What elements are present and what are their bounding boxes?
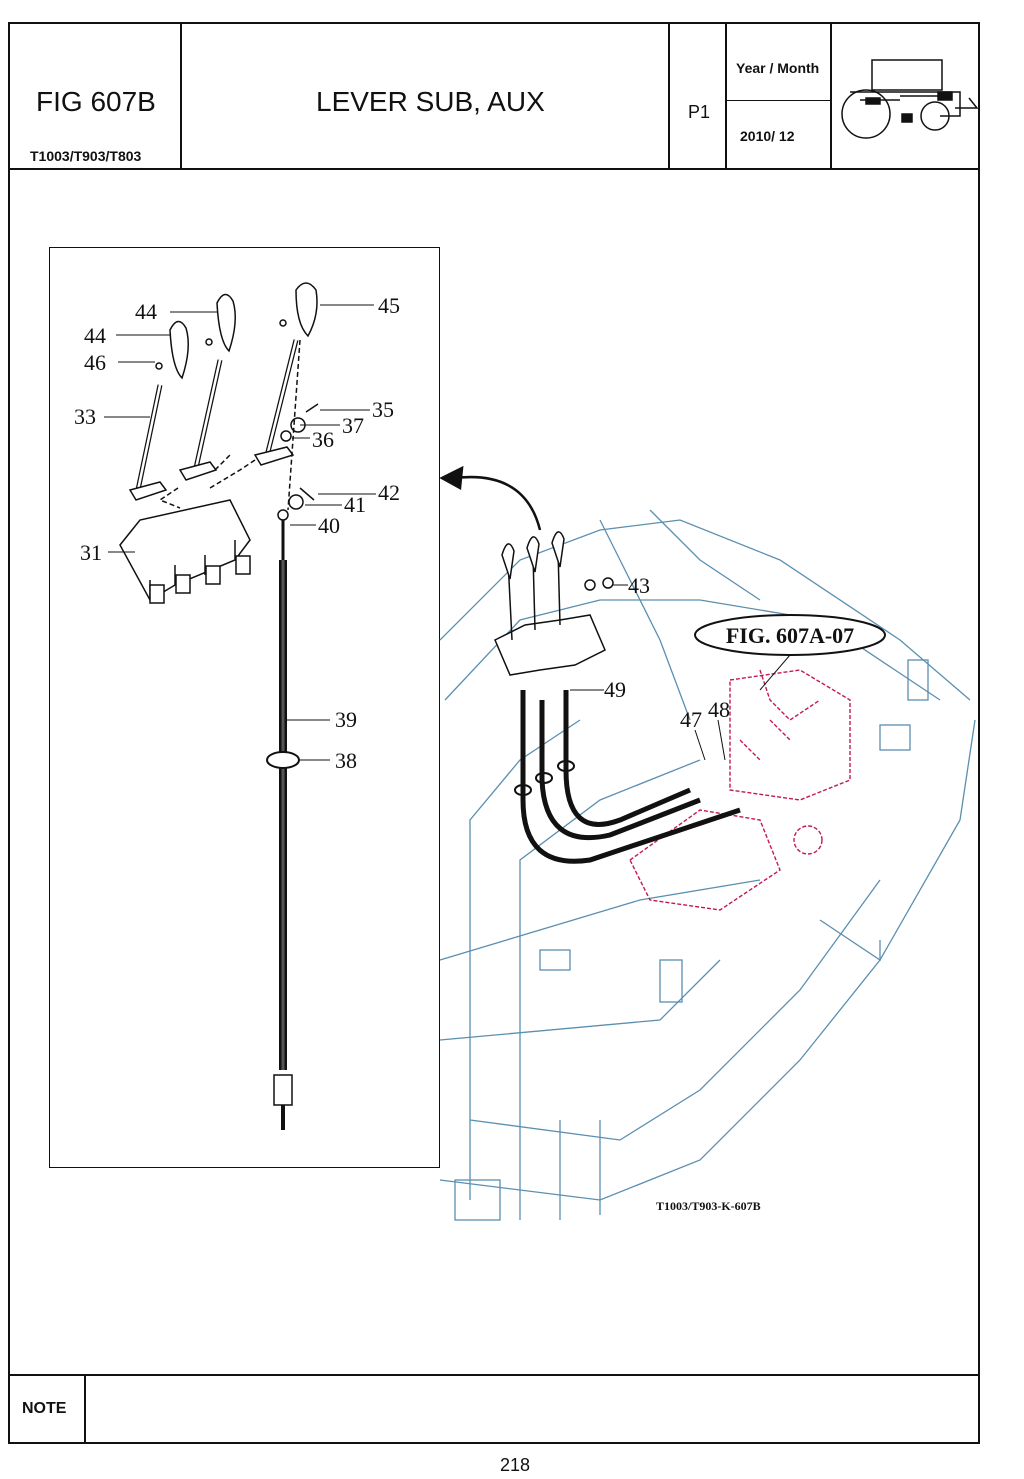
header-col-1 — [180, 22, 182, 168]
page-label: P1 — [688, 102, 711, 122]
callout-45: 45 — [378, 293, 400, 318]
callout-35: 35 — [372, 397, 394, 422]
note-divider — [8, 1374, 980, 1376]
figure-number: FIG 607B — [36, 86, 156, 117]
model-list: T1003/T903/T803 — [30, 148, 142, 164]
lever-assembly-drawing — [494, 531, 614, 676]
cable-grommets — [514, 760, 575, 796]
callout-42: 42 — [378, 480, 400, 505]
year-month-divider — [725, 100, 830, 101]
callout-44-upper: 44 — [135, 299, 157, 324]
reference-figure-label: FIG. 607A-07 — [726, 623, 854, 648]
exploded-parts — [119, 282, 319, 1130]
drawing-code: T1003/T903-K-607B — [656, 1199, 761, 1213]
control-cables — [520, 690, 741, 864]
header-col-3 — [725, 22, 727, 168]
callout-38: 38 — [335, 748, 357, 773]
callout-33: 33 — [74, 404, 96, 429]
callout-31: 31 — [80, 540, 102, 565]
control-valve-drawing — [629, 669, 851, 911]
callout-46: 46 — [84, 350, 106, 375]
exploded-view-inset — [49, 247, 440, 1168]
callout-47: 47 — [680, 707, 702, 732]
tractor-chassis-drawing — [439, 509, 976, 1221]
callout-39: 39 — [335, 707, 357, 732]
header-col-4 — [830, 22, 832, 168]
year-month-value: 2010/ 12 — [740, 128, 795, 144]
callout-49: 49 — [604, 677, 626, 702]
header-col-2 — [668, 22, 670, 168]
callout-40: 40 — [318, 513, 340, 538]
page-title: LEVER SUB, AUX — [316, 86, 545, 117]
note-label: NOTE — [22, 1400, 67, 1417]
callout-36: 36 — [312, 427, 334, 452]
callout-44-lower: 44 — [84, 323, 106, 348]
page-number: 218 — [500, 1455, 531, 1475]
callout-leaders — [104, 304, 791, 761]
callout-48: 48 — [708, 697, 730, 722]
callout-43: 43 — [628, 573, 650, 598]
note-col-divider — [84, 1374, 86, 1444]
page-frame — [8, 22, 980, 1444]
header-divider — [8, 168, 980, 170]
year-month-label: Year / Month — [736, 60, 820, 76]
reference-label-group: FIG. 607A-07 — [694, 614, 886, 656]
callout-37: 37 — [342, 413, 364, 438]
reference-arrow — [439, 465, 542, 531]
callout-41: 41 — [344, 492, 366, 517]
